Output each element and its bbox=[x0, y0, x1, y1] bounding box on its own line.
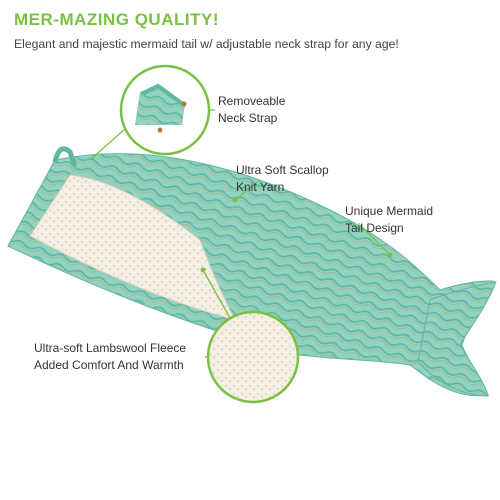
page-title: MER-MAZING QUALITY! bbox=[14, 10, 219, 29]
callout-neck-strap-line2: Neck Strap bbox=[218, 111, 278, 125]
callout-neck-strap-line1: Removeable bbox=[218, 94, 286, 108]
fleece-lining bbox=[29, 174, 236, 321]
neck-strap bbox=[52, 146, 78, 167]
callout-fleece-line1: Ultra-soft Lambswool Fleece bbox=[34, 341, 187, 355]
callout-neck-strap: Removeable Neck Strap bbox=[218, 93, 285, 127]
callout-yarn-line1: Ultra Soft Scallop bbox=[236, 163, 329, 177]
tail-fin bbox=[417, 281, 497, 397]
callout-fleece-line2: Added Comfort And Warmth bbox=[34, 358, 184, 372]
page-subtitle: Elegant and majestic mermaid tail w/ adj… bbox=[14, 37, 399, 51]
callout-yarn-line2: Knit Yarn bbox=[236, 180, 285, 194]
callout-yarn: Ultra Soft Scallop Knit Yarn bbox=[236, 162, 329, 196]
callout-fleece: Ultra-soft Lambswool Fleece Added Comfor… bbox=[34, 340, 186, 374]
callout-tail-line2: Tail Design bbox=[345, 221, 404, 235]
callout-tail: Unique Mermaid Tail Design bbox=[345, 203, 433, 237]
callout-tail-line1: Unique Mermaid bbox=[345, 204, 434, 218]
